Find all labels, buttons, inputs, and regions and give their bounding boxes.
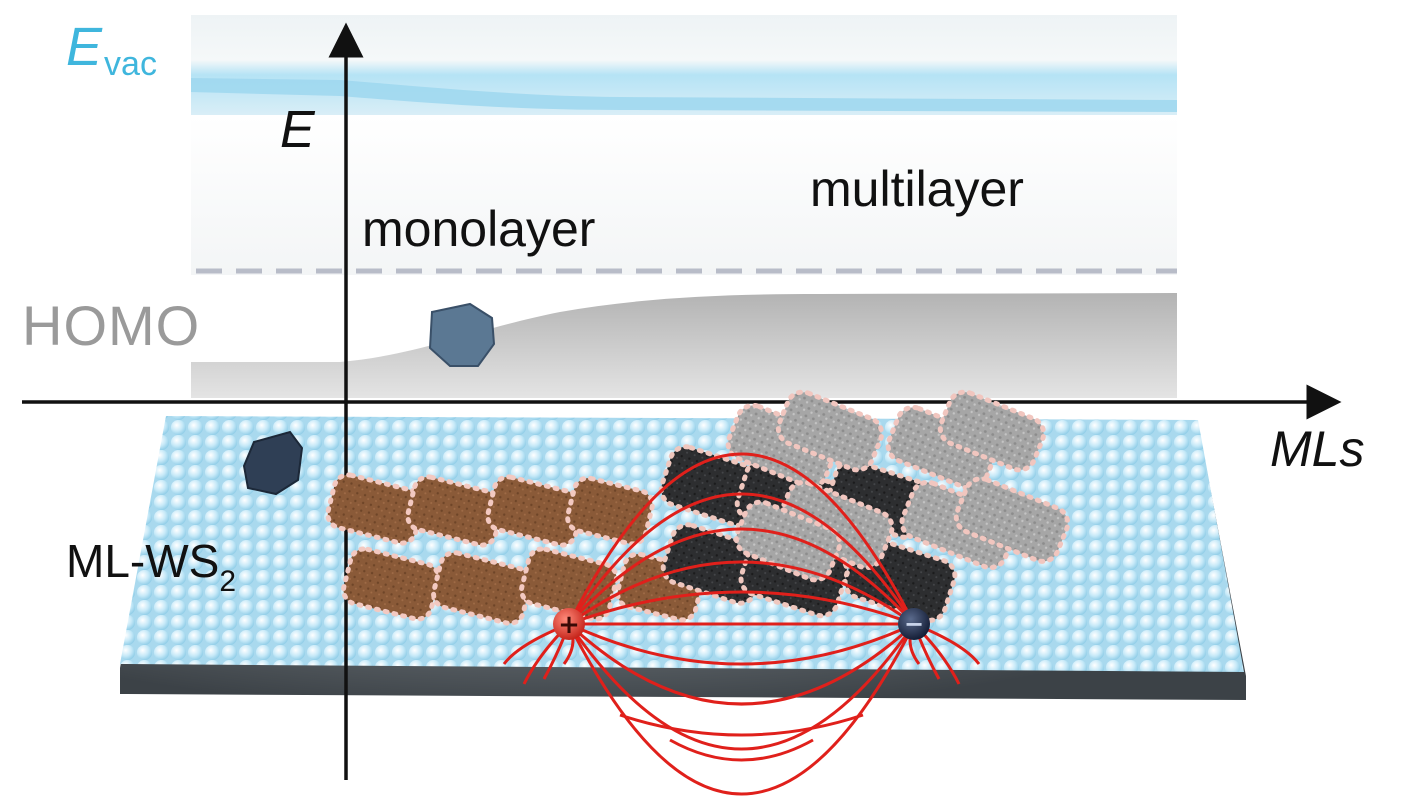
mls-axis-label: MLs [1270, 421, 1365, 477]
band-gap-region [191, 115, 1177, 275]
substrate-label-main: ML-WS [66, 535, 220, 587]
hole-symbol: + [558, 610, 580, 640]
field-line [567, 622, 916, 706]
brown-molecules [325, 472, 705, 626]
multilayer-label: multilayer [810, 161, 1024, 217]
monolayer-label: monolayer [362, 201, 596, 257]
electron-charge [898, 608, 930, 640]
electric-field-lines [502, 452, 981, 796]
vacuum-level-label-sub: vac [104, 45, 157, 83]
vacuum-level-line [191, 78, 1177, 112]
homo-label: HOMO [22, 294, 201, 357]
molecule-cluster-lower [242, 430, 304, 496]
field-line [567, 623, 916, 751]
homo-band [191, 293, 1177, 398]
field-line [669, 738, 814, 762]
field-line [568, 590, 915, 626]
field-line [567, 452, 916, 625]
gray-molecules [725, 389, 1071, 583]
field-line [619, 713, 864, 737]
substrate-label: ML-WS2 [66, 538, 236, 597]
field-line [567, 527, 916, 626]
electron-symbol: − [904, 610, 924, 638]
field-line [568, 560, 915, 626]
vacuum-level-label-main: E [66, 17, 103, 77]
field-line [567, 492, 916, 625]
substrate-label-sub: 2 [219, 565, 237, 598]
field-line [567, 623, 916, 796]
field-line [568, 622, 915, 666]
molecule-cluster-upper [428, 302, 496, 367]
energy-axis-label: E [280, 101, 315, 159]
vacuum-level-label: Evac [66, 20, 157, 81]
hole-charge [553, 608, 585, 640]
